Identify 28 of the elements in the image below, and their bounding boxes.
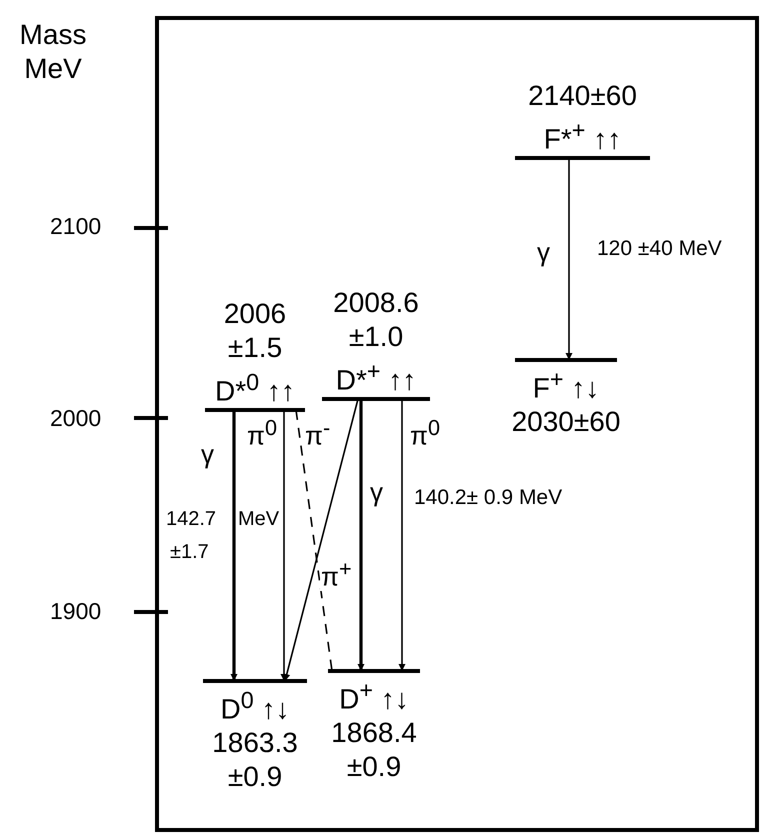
transition-arrow xyxy=(283,398,359,682)
particle-symbol: F$^{+}$ ↑↓ xyxy=(532,365,600,406)
particle-symbol: D*$^{0}$ ↑↑ xyxy=(214,368,296,408)
energy-annotation: 142.7 xyxy=(166,507,216,532)
tick-label: 2100 xyxy=(50,212,102,240)
transition-arrow xyxy=(566,158,572,360)
tick-label: 1900 xyxy=(50,597,102,625)
transition-arrow xyxy=(230,410,238,681)
mass-value: 2140±60 xyxy=(527,78,638,113)
energy-annotation: 140.2± 0.9 MeV xyxy=(414,485,562,511)
energy-annotation: MeV xyxy=(238,507,280,532)
mass-value: 1868.4 ±0.9 xyxy=(330,716,418,784)
mass-value: 2030±60 xyxy=(510,405,622,440)
mass-value: 2006 ±1.5 xyxy=(222,296,288,365)
particle-symbol: F*$^{+}$ ↑↑ xyxy=(542,116,622,156)
transition-arrow xyxy=(358,399,364,671)
transition-arrow xyxy=(280,410,288,681)
particle-symbol: D*$^{+}$ ↑↑ xyxy=(334,356,418,397)
transition-arrow xyxy=(398,399,406,671)
energy-annotation: ±1.7 xyxy=(170,540,209,565)
particle-symbol: D$^{+}$ ↑↓ xyxy=(338,676,410,716)
transition-line xyxy=(295,410,333,672)
energy-annotation: 120 ±40 MeV xyxy=(597,236,722,262)
axis-title: Mass MeV xyxy=(18,18,88,86)
mass-value: 2008.6 ±1.0 xyxy=(332,286,420,354)
mass-value: 1863.3 ±0.9 xyxy=(211,726,299,794)
tick-label: 2000 xyxy=(50,404,102,432)
particle-symbol: D$^{0}$ ↑↓ xyxy=(220,686,290,726)
